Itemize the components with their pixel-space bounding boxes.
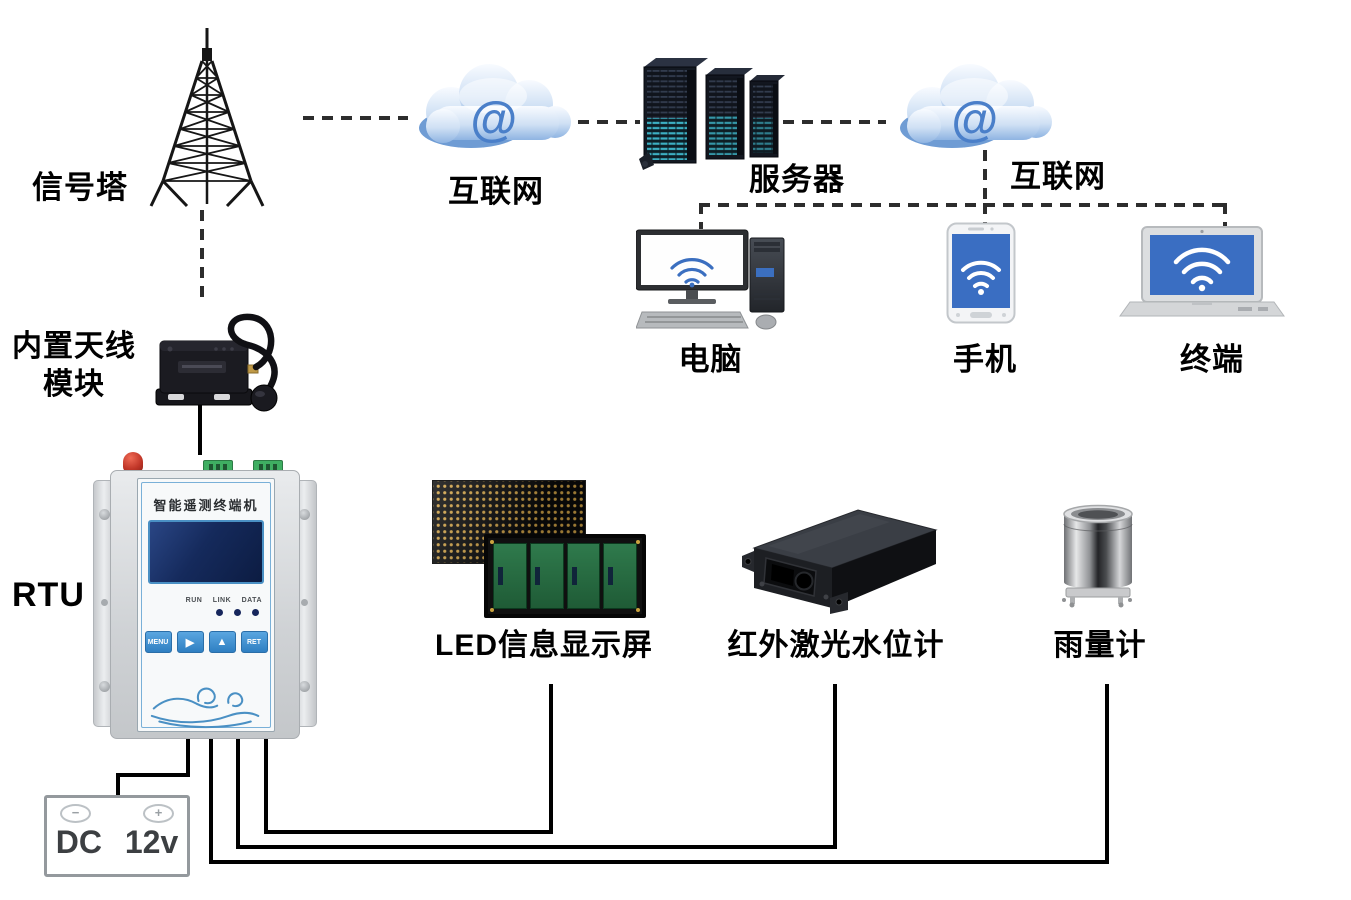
label-antenna-module: 内置天线 模块 [12, 330, 136, 401]
at-symbol: @ [470, 94, 517, 147]
ret-button: RET [240, 631, 268, 653]
wire-rtu-led-h [264, 830, 553, 834]
label-internet-left: 互联网 [448, 174, 544, 209]
signal-tower-icon [149, 28, 265, 208]
server-rack-icon [639, 58, 785, 170]
antenna-puck [250, 384, 278, 412]
internet-cloud-icon: @ [419, 64, 571, 148]
label-computer: 电脑 [678, 342, 743, 377]
right-arrow-button: ▶ [176, 631, 204, 653]
dashed-drop-computer [699, 203, 703, 229]
wire-rtu-led-v [264, 737, 268, 834]
internet-cloud-icon: @ [900, 64, 1052, 148]
battery-positive-terminal: + [143, 804, 174, 823]
wire-module-to-rtu [198, 403, 202, 455]
wifi-icon [1173, 247, 1231, 285]
label-server: 服务器 [749, 162, 845, 197]
wire-rain-riser [1105, 684, 1109, 864]
battery-negative-terminal: − [60, 804, 91, 823]
dashed-link-tower-internet [303, 116, 408, 120]
wifi-icon [961, 260, 1001, 288]
dashed-bus [699, 203, 1227, 207]
dashed-drop-phone [983, 203, 987, 229]
rtu-panel-title: 智能遥测终端机 [153, 498, 259, 513]
at-symbol: @ [951, 94, 998, 147]
wire-rtu-battery-v1 [186, 737, 190, 777]
label-water-gauge: 红外激光水位计 [727, 629, 945, 662]
dashed-drop-laptop [1223, 203, 1227, 229]
data-led [252, 609, 259, 616]
menu-button: MENU [144, 631, 172, 653]
led-panel-back [484, 534, 646, 618]
up-arrow-button: ▲ [208, 631, 236, 653]
dashed-link-internet-bus [983, 150, 987, 207]
led-label-data: DATA [241, 597, 262, 604]
laptop-icon [1119, 226, 1285, 317]
label-terminal: 终端 [1180, 342, 1244, 377]
label-phone: 手机 [953, 342, 1017, 377]
rtu-device: 智能遥测终端机 RUN LINK DATA MENU ▶ ▲ RET [93, 452, 317, 739]
rain-gauge-icon [1062, 504, 1133, 608]
wire-rtu-battery-v2 [116, 773, 120, 799]
dashed-link-internet-server [578, 120, 640, 124]
rtu-antenna-nub [123, 452, 143, 472]
rtu-status-leds: RUN LINK DATA [150, 589, 262, 616]
label-led-display: LED信息显示屏 [435, 629, 653, 662]
smartphone-icon [946, 222, 1016, 324]
link-led [234, 609, 241, 616]
wire-rtu-water-v [236, 737, 240, 849]
wave-logo [150, 687, 260, 729]
led-label-link: LINK [212, 597, 232, 604]
label-rain-gauge: 雨量计 [1053, 629, 1147, 662]
water-level-sensor-icon [742, 509, 938, 614]
label-signal-tower: 信号塔 [32, 170, 128, 205]
wire-rtu-rain-h [209, 860, 1109, 864]
desktop-computer-icon [636, 229, 785, 330]
led-display-icon [432, 478, 647, 618]
wire-led-riser [549, 684, 553, 834]
wire-rtu-rain-v [209, 737, 213, 864]
run-led [216, 609, 223, 616]
battery: − + DC 12v [44, 795, 190, 877]
label-internet-right: 互联网 [1010, 159, 1106, 194]
antenna-module-icon [155, 313, 278, 412]
label-rtu: RTU [12, 576, 85, 614]
rtu-front-panel: 智能遥测终端机 RUN LINK DATA MENU ▶ ▲ RET [137, 478, 275, 732]
wire-rtu-battery-h [116, 773, 190, 777]
wire-rtu-water-h [236, 845, 837, 849]
led-label-run: RUN [185, 597, 203, 604]
wifi-icon [670, 258, 714, 284]
dashed-link-tower-module [200, 210, 204, 305]
battery-voltage-label: DC 12v [55, 824, 179, 860]
rtu-lcd-screen [148, 520, 264, 584]
wire-water-riser [833, 684, 837, 849]
dashed-link-server-internet [783, 120, 886, 124]
